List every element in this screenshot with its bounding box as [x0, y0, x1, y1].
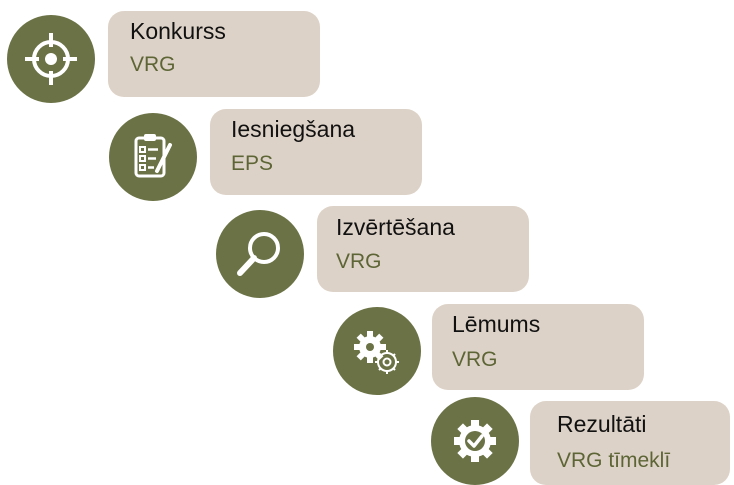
step-card: [108, 11, 320, 97]
step-title: Konkurss: [130, 18, 226, 44]
step-title: Lēmums: [452, 311, 541, 337]
step-title: Iesniegšana: [231, 116, 356, 142]
magnifier-icon: [237, 232, 280, 276]
step-icon-circle: [7, 15, 95, 103]
step-subtitle: VRG tīmeklī: [557, 449, 671, 472]
step-subtitle: VRG: [336, 250, 382, 273]
target-icon: [25, 33, 77, 85]
step-card: [432, 304, 644, 390]
step-subtitle: VRG: [452, 348, 498, 371]
gears-icon: [354, 331, 399, 374]
step-card: [210, 109, 422, 195]
check-badge-icon: [454, 420, 496, 462]
step-title: Rezultāti: [557, 411, 647, 437]
step-icon-circle: [431, 397, 519, 485]
step-card: [317, 206, 529, 292]
step-subtitle: VRG: [130, 53, 176, 76]
step-icon-circle: [216, 210, 304, 298]
step-card: [530, 401, 730, 485]
step-icon-circle: [333, 307, 421, 395]
step-icon-circle: [109, 113, 197, 201]
step-title: Izvērtēšana: [336, 214, 455, 240]
step-subtitle: EPS: [231, 152, 274, 175]
clipboard-icon: [134, 134, 172, 178]
